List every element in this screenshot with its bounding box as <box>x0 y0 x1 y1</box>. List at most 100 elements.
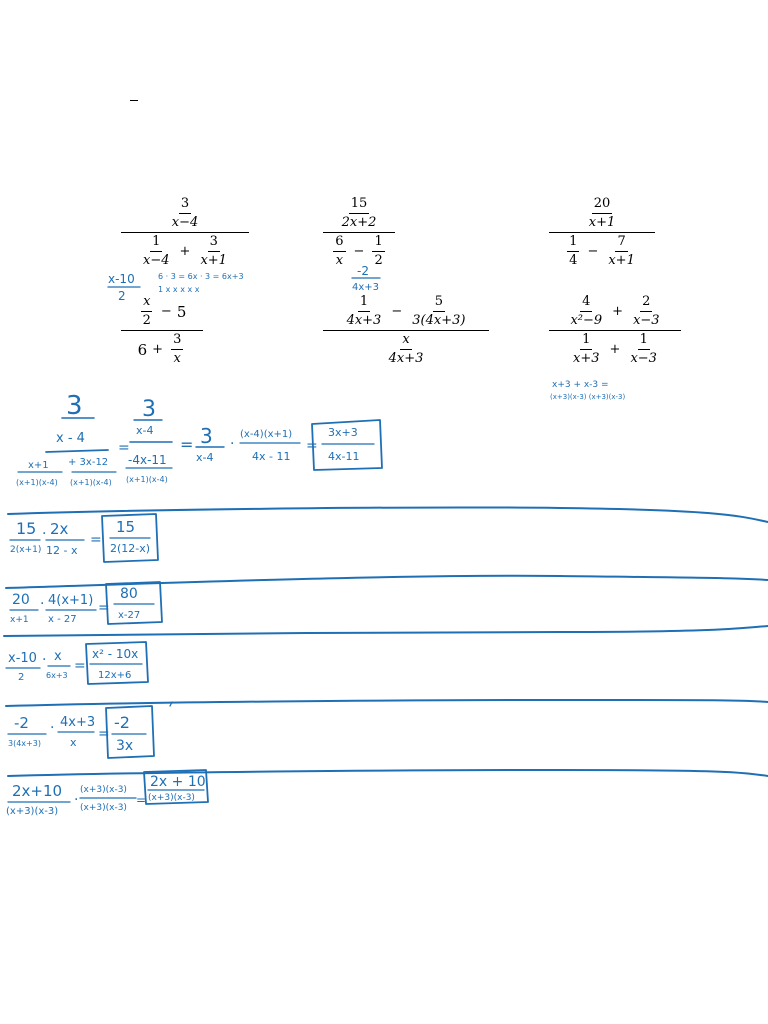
w4-ad: 2 <box>18 672 24 683</box>
p4-b-lead: 6 <box>137 340 148 359</box>
w6-bd: (x+3)(x-3) <box>80 803 127 813</box>
p2-top-den: 2x+2 <box>341 215 377 230</box>
p6-a2-num: 2 <box>640 294 653 312</box>
w4-ansd: 12x+6 <box>98 670 131 681</box>
w6-a: 2x+10 <box>12 782 62 800</box>
w4-answer-box <box>85 641 149 685</box>
w3-a: 20 <box>12 592 30 608</box>
w5-answer-box <box>105 705 155 759</box>
w1-ans: 3x+3 <box>328 426 358 439</box>
w5-bd: x <box>70 736 77 749</box>
divider-line-4 <box>5 699 768 707</box>
w5-ad: 3(4x+3) <box>8 739 41 748</box>
w1-eq2: -4x-11 <box>128 453 167 467</box>
p3-b1-den: 4 <box>569 253 578 268</box>
w4-bd: 6x+3 <box>46 671 68 680</box>
note-p6: x+3 + x-3 = <box>552 380 609 390</box>
p6-a1-den: x²−9 <box>570 313 603 328</box>
svg-text:=: = <box>180 435 193 454</box>
w4-ans: x² - 10x <box>92 647 138 661</box>
p2-b2-num: 1 <box>372 234 385 252</box>
w5-b: 4x+3 <box>60 715 95 730</box>
p6-a2-den: x−3 <box>633 313 660 328</box>
svg-text:=: = <box>136 793 146 807</box>
svg-text:·: · <box>50 720 54 736</box>
w4-b: x <box>54 649 62 664</box>
w6-b: (x+3)(x-3) <box>80 785 127 795</box>
p3-top-num: 20 <box>591 196 613 214</box>
svg-text:·: · <box>230 436 234 452</box>
note-p1d: 1 x x x x x <box>158 285 200 294</box>
stray-tick <box>169 701 173 707</box>
w1-d1: (x+1)(x-4) <box>16 478 58 487</box>
w6-ans: 2x + 10 <box>150 774 206 790</box>
w1-eq4: (x-4)(x+1) <box>240 429 292 440</box>
p6-b1-den: x+3 <box>573 351 600 366</box>
p1-operator: + <box>179 243 191 259</box>
w2-ad: 2(x+1) <box>10 545 41 555</box>
p3-operator: − <box>587 243 599 259</box>
w6-answer-box <box>143 769 209 805</box>
p1-b2-den: x+1 <box>200 253 227 268</box>
w1-eq4d: 4x - 11 <box>252 450 290 463</box>
svg-text:=: = <box>306 438 318 454</box>
p1-b1-den: x−4 <box>143 253 170 268</box>
svg-text:=: = <box>74 658 86 674</box>
w2-bd: 12 - x <box>46 544 78 557</box>
w1-answer-box <box>311 419 383 471</box>
w1-eq3: 3 <box>200 424 213 448</box>
w2-ansd: 2(12-x) <box>110 542 150 555</box>
note-p1a: x-10 <box>108 272 135 286</box>
w1-ansd: 4x-11 <box>328 450 359 463</box>
p4-operator: − <box>160 303 172 319</box>
p6-operator: + <box>612 303 624 319</box>
p3-top-den: x+1 <box>588 215 616 230</box>
w3-bd: x - 27 <box>48 614 77 625</box>
p5-a2-den: 3(4x+3) <box>412 313 466 328</box>
p4-a-tail: 5 <box>176 302 187 321</box>
p5-operator: − <box>391 303 403 319</box>
note-p2a: -2 <box>357 264 369 278</box>
w1-eq3d: x-4 <box>196 451 213 464</box>
divider-line-2 <box>5 574 768 589</box>
p6-b2-den: x−3 <box>630 351 657 366</box>
p1-top-num: 3 <box>178 196 192 214</box>
w1-d2: (x+1)(x-4) <box>70 478 112 487</box>
w3-ans: 80 <box>120 586 138 602</box>
w2-b: 2x <box>50 520 69 538</box>
w3-ansd: x-27 <box>118 610 140 621</box>
svg-text:·: · <box>74 792 78 808</box>
note-p1b: 2 <box>118 289 126 303</box>
note-p6b: (x+3)(x-3) (x+3)(x-3) <box>550 393 626 401</box>
svg-text:·: · <box>42 526 46 542</box>
p5-b-den: 4x+3 <box>388 351 424 366</box>
p2-b1-den: x <box>335 253 344 268</box>
p1-b1-num: 1 <box>150 234 163 252</box>
w2-ans: 15 <box>116 518 135 536</box>
p2-b1-num: 6 <box>333 234 346 252</box>
w6-ad: (x+3)(x-3) <box>6 806 58 817</box>
p2-b2-den: 2 <box>374 253 383 268</box>
w1-n1: x+1 <box>28 460 49 471</box>
w5-ans: -2 <box>114 713 130 732</box>
p4-a-den: 2 <box>142 313 151 328</box>
w1-eq1d: x-4 <box>136 424 153 437</box>
p3-b2-num: 7 <box>615 234 628 252</box>
p6-b2-num: 1 <box>637 332 650 350</box>
p2-top-num: 15 <box>348 196 370 214</box>
p3-b2-den: x+1 <box>608 253 635 268</box>
w1-topden: x - 4 <box>56 431 85 446</box>
svg-text:=: = <box>98 726 110 742</box>
w5-ansd: 3x <box>116 738 133 754</box>
p6-operator-2: + <box>609 341 621 357</box>
